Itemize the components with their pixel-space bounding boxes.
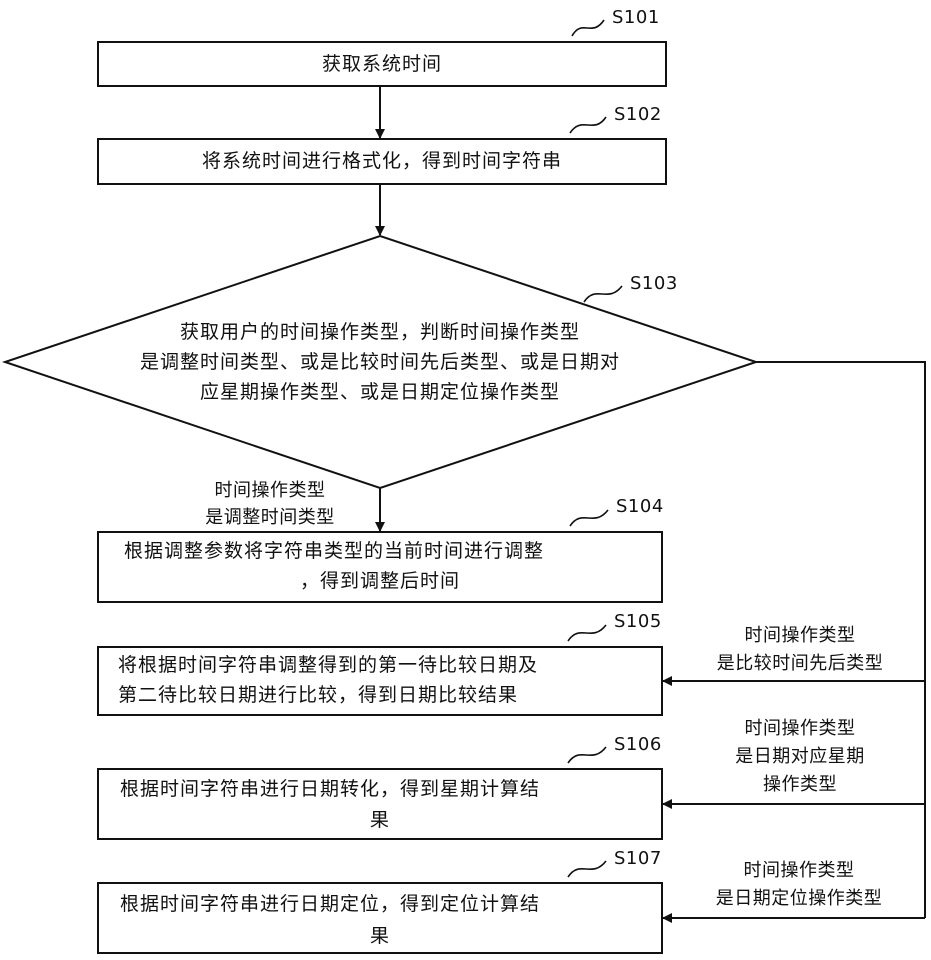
s103-text-line1: 获取用户的时间操作类型，判断时间操作类型 — [80, 318, 680, 346]
branch-label-locate-line2: 是日期定位操作类型 — [684, 887, 914, 911]
branch-label-adjust-line1: 时间操作类型 — [180, 479, 360, 503]
s104-leader — [570, 510, 608, 526]
s106-text-line2: 果 — [370, 806, 390, 834]
s104-text-line2: ，得到调整后时间 — [98, 567, 662, 595]
s107-text-line1: 根据时间字符串进行日期定位，得到定位计算结 — [120, 890, 540, 918]
s102-text: 将系统时间进行格式化，得到时间字符串 — [98, 147, 666, 175]
s103-leader — [584, 286, 622, 302]
branch-label-weekday-line3: 操作类型 — [690, 773, 910, 797]
branch-label-adjust-line2: 是调整时间类型 — [180, 506, 360, 530]
s101-text: 获取系统时间 — [98, 50, 666, 78]
branch-label-locate-line1: 时间操作类型 — [684, 859, 914, 883]
s107-id: S107 — [614, 847, 662, 871]
s101-leader — [572, 20, 604, 36]
s106-text-line1: 根据时间字符串进行日期转化，得到星期计算结 — [120, 775, 540, 803]
branch-label-weekday-line2: 是日期对应星期 — [690, 745, 910, 769]
s105-text-line1: 将根据时间字符串调整得到的第一待比较日期及 — [118, 651, 538, 679]
s104-id: S104 — [616, 495, 664, 519]
s107-text-line2: 果 — [370, 922, 390, 950]
s105-id: S105 — [614, 610, 662, 634]
s102-id: S102 — [614, 103, 662, 127]
branch-label-compare-line2: 是比较时间先后类型 — [690, 652, 910, 676]
s103-id: S103 — [630, 272, 678, 296]
s102-leader — [570, 117, 606, 133]
s105-text-line2: 第二待比较日期进行比较，得到日期比较结果 — [118, 681, 518, 709]
s106-leader — [568, 747, 606, 763]
s104-text-line1: 根据调整参数将字符串类型的当前时间进行调整 — [124, 537, 544, 565]
s107-leader — [568, 861, 606, 877]
s103-text-line3: 应星期操作类型、或是日期定位操作类型 — [80, 378, 680, 406]
branch-label-compare-line1: 时间操作类型 — [690, 624, 910, 648]
s105-leader — [568, 625, 606, 641]
s103-text-line2: 是调整时间类型、或是比较时间先后类型、或是日期对 — [60, 348, 700, 376]
branch-label-weekday-line1: 时间操作类型 — [690, 717, 910, 741]
s106-id: S106 — [614, 733, 662, 757]
s101-id: S101 — [612, 6, 660, 30]
